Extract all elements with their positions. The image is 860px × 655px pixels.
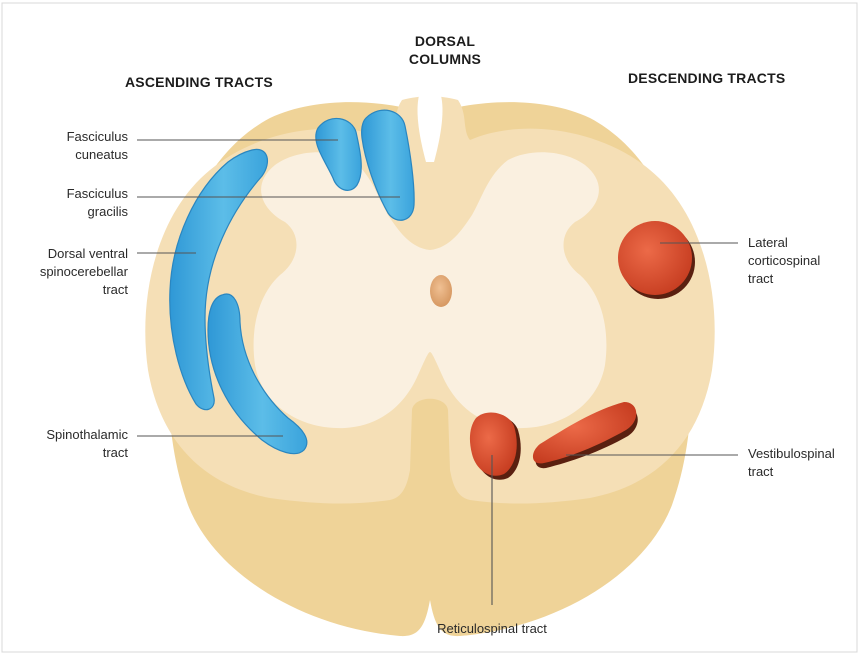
label-line: Reticulospinal tract: [412, 620, 572, 638]
descending-tracts-heading: DESCENDING TRACTS: [628, 70, 785, 86]
label-vestibulospinal: Vestibulospinal tract: [748, 445, 835, 481]
dorsal-heading-line1: DORSAL: [395, 32, 495, 50]
label-line: spinocerebellar: [40, 263, 128, 281]
label-line: Vestibulospinal: [748, 445, 835, 463]
label-spinothalamic: Spinothalamic tract: [46, 426, 128, 462]
label-line: Spinothalamic: [46, 426, 128, 444]
dorsal-heading-line2: COLUMNS: [395, 50, 495, 68]
label-line: Fasciculus: [67, 185, 128, 203]
ascending-tracts-heading: ASCENDING TRACTS: [125, 74, 273, 90]
label-lateral-corticospinal: Lateral corticospinal tract: [748, 234, 820, 288]
label-line: corticospinal: [748, 252, 820, 270]
label-fasciculus-gracilis: Fasciculus gracilis: [67, 185, 128, 221]
label-line: tract: [40, 281, 128, 299]
label-line: cuneatus: [67, 146, 128, 164]
dorsal-columns-heading: DORSAL COLUMNS: [395, 32, 495, 68]
label-reticulospinal: Reticulospinal tract: [412, 620, 572, 638]
label-spinocerebellar: Dorsal ventral spinocerebellar tract: [40, 245, 128, 299]
label-line: Lateral: [748, 234, 820, 252]
label-line: Dorsal ventral: [40, 245, 128, 263]
label-line: tract: [748, 463, 835, 481]
central-canal: [430, 275, 452, 307]
label-fasciculus-cuneatus: Fasciculus cuneatus: [67, 128, 128, 164]
lateral-corticospinal-tract: [618, 221, 692, 295]
label-line: Fasciculus: [67, 128, 128, 146]
label-line: tract: [748, 270, 820, 288]
label-line: tract: [46, 444, 128, 462]
label-line: gracilis: [67, 203, 128, 221]
